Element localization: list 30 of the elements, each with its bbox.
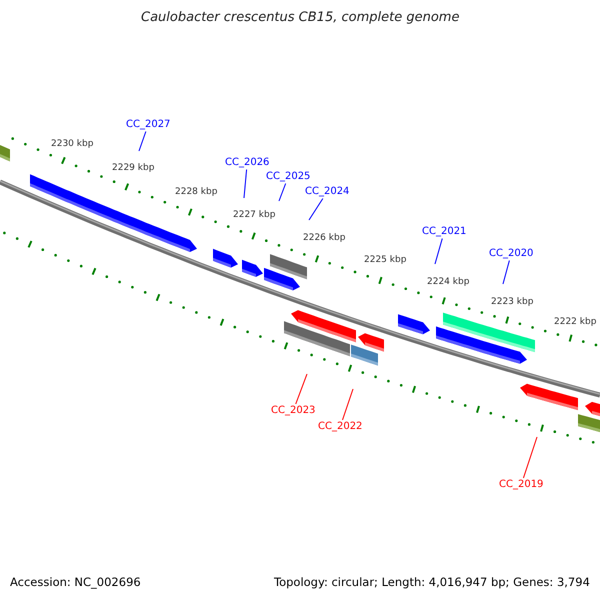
leader-line	[278, 183, 286, 202]
gene-label: CC_2020	[489, 248, 534, 260]
gene-label: CC_2027	[126, 119, 170, 130]
scale-label: 2226 kbp	[303, 233, 346, 244]
gene-label: CC_2021	[422, 226, 466, 238]
leader-line	[342, 388, 354, 420]
leader-line	[138, 131, 146, 152]
leader-line	[522, 436, 538, 478]
leader-line	[502, 260, 510, 284]
scale-label: 2230 kbp	[51, 139, 94, 150]
gene-label: CC_2023	[271, 405, 316, 416]
scale-label: 2224 kbp	[427, 277, 470, 288]
scale-label: 2222 kbp	[554, 317, 596, 328]
leader-line	[308, 198, 324, 220]
scale-label: 2229 kbp	[112, 163, 154, 174]
genome-stats-text: Topology: circular; Length: 4,016,947 bp; Genes: 3,794	[274, 576, 590, 589]
gene-label: CC_2022	[318, 421, 362, 432]
gene-label: CC_2019	[499, 479, 544, 490]
scale-label: 2227 kbp	[233, 210, 276, 220]
diagram-title: Caulobacter crescentus CB15, complete genome	[141, 10, 460, 26]
gene-label: CC_2026	[225, 157, 270, 168]
gene-label: CC_2025	[266, 171, 310, 182]
scale-label: 2228 kbp	[175, 187, 218, 198]
scale-label: 2225 kbp	[364, 255, 406, 266]
gene-label: CC_2024	[305, 186, 350, 198]
leader-line	[295, 374, 308, 404]
accession-text: Accession: NC_002696	[10, 576, 141, 589]
leader-line	[244, 169, 248, 198]
scale-label: 2223 kbp	[491, 297, 534, 308]
leader-line	[434, 238, 443, 264]
